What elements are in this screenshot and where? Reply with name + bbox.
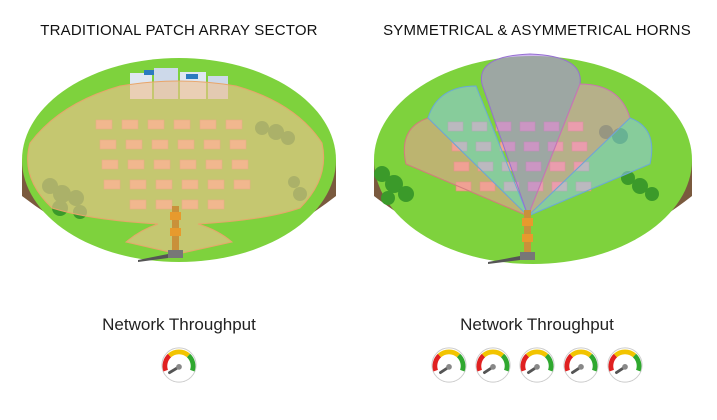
tower-icon (488, 210, 535, 264)
gauge-icon (519, 347, 555, 383)
tower-icon (138, 206, 183, 262)
left-scene (22, 58, 336, 262)
right-gauges (358, 346, 716, 384)
gauge-icon (563, 347, 599, 383)
right-title: SYMMETRICAL & ASYMMETRICAL HORNS (383, 22, 691, 39)
right-scene (374, 53, 692, 264)
right-caption: Network Throughput (460, 315, 614, 334)
left-caption: Network Throughput (102, 315, 256, 334)
gauge-icon (607, 347, 643, 383)
left-panel: TRADITIONAL PATCH ARRAY SECTOR (0, 0, 358, 420)
left-gauges (0, 346, 358, 384)
horn-beam-left-mid (427, 85, 529, 217)
horn-beam-right (527, 117, 653, 217)
horn-beams (403, 53, 653, 218)
left-patch-pattern (27, 80, 325, 255)
horn-beam-right-mid (527, 83, 631, 217)
gauge-icon (161, 347, 197, 383)
right-panel: SYMMETRICAL & ASYMMETRICAL HORNS (358, 0, 716, 420)
gauge-icon (475, 347, 511, 383)
left-title: TRADITIONAL PATCH ARRAY SECTOR (40, 22, 318, 39)
horn-beam-center (480, 53, 581, 218)
gauge-icon (431, 347, 467, 383)
